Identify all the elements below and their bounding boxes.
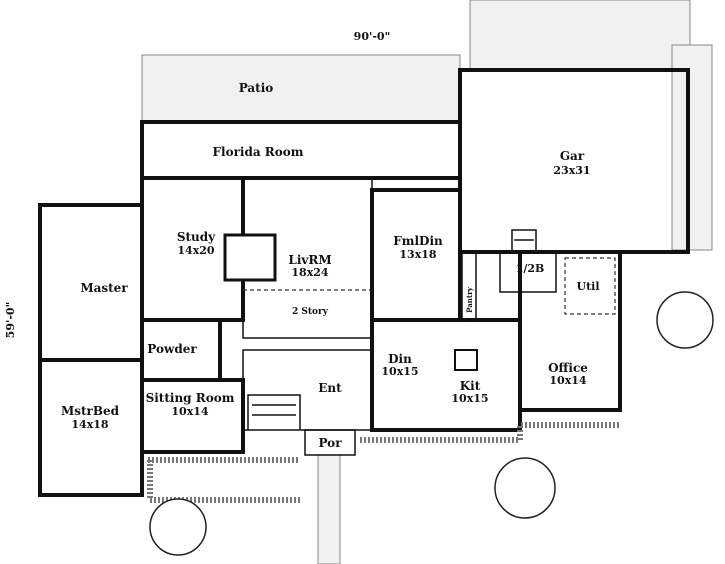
porch-label: Por [318, 436, 342, 450]
half-bath [499, 251, 557, 293]
garage-label: Gar [560, 149, 585, 163]
office-label: Office [548, 361, 588, 375]
dining-label: Din [388, 352, 412, 366]
fireplace [223, 233, 277, 282]
garage-size: 23x31 [553, 164, 590, 177]
entry [242, 349, 373, 431]
utility [564, 257, 616, 315]
kitchen-island [454, 349, 478, 371]
driveway-apron [469, 0, 691, 71]
side-walkway [671, 44, 713, 251]
kitchen-label: Kit [460, 379, 481, 393]
dining-size: 10x15 [381, 365, 418, 378]
patio-label: Patio [239, 81, 274, 95]
master-bedroom-label: MstrBed [61, 404, 120, 418]
master-bath-label: Master [80, 281, 128, 295]
porch [304, 429, 356, 456]
half-bath-label: 1/2B [516, 262, 545, 275]
kitchen-size: 10x15 [451, 392, 488, 405]
powder-label: Powder [147, 342, 197, 356]
family-dining-size: 13x18 [399, 248, 437, 261]
master-bedroom-size: 14x18 [71, 418, 109, 431]
shrub-icon [494, 457, 556, 519]
office-size: 10x14 [549, 374, 587, 387]
study-size: 14x20 [177, 244, 215, 257]
pantry-label: Pantry [465, 286, 474, 313]
office [518, 250, 622, 412]
patio-area [141, 54, 461, 123]
study-label: Study [177, 230, 216, 244]
family-dining-label: FmlDin [393, 234, 443, 248]
sitting-room-size: 10x14 [171, 405, 209, 418]
depth-dimension: 59'-0" [4, 302, 17, 339]
florida-room-label: Florida Room [213, 145, 304, 159]
entry-label: Ent [318, 381, 342, 395]
width-dimension: 90'-0" [354, 30, 391, 43]
utility-label: Util [576, 280, 599, 293]
pantry [461, 251, 477, 321]
garage-stairs [511, 229, 537, 252]
sitting-room-label: Sitting Room [146, 391, 235, 405]
shrub-icon [656, 291, 714, 349]
living-room-label: LivRM [288, 253, 331, 267]
shrub-icon [149, 498, 207, 556]
stairs [247, 394, 301, 430]
planter-border [147, 422, 620, 503]
two-story-label: 2 Story [292, 307, 329, 317]
living-room-size: 18x24 [291, 266, 329, 279]
front-walk [317, 454, 341, 564]
